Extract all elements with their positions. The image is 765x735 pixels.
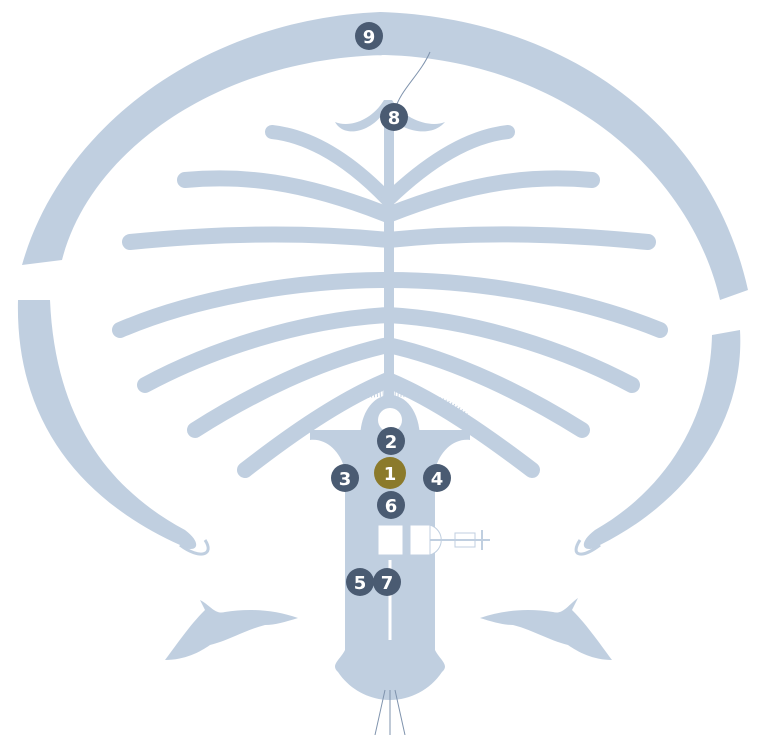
- base-lines: [374, 689, 406, 735]
- markers: 9 8 2 1 3 4 6 5: [331, 22, 451, 596]
- palm-fronds: [112, 125, 668, 478]
- svg-text:4: 4: [431, 469, 444, 490]
- crescent-hatching: [301, 388, 479, 433]
- svg-text:3: 3: [339, 469, 352, 490]
- manta-right: [480, 598, 612, 660]
- crescent-right-hook: [574, 539, 601, 556]
- svg-text:2: 2: [385, 432, 398, 453]
- manta-left: [165, 600, 298, 660]
- crescent-breakwater: [17, 12, 748, 556]
- central-structure: [377, 524, 490, 556]
- marker-4[interactable]: 4: [423, 464, 451, 492]
- svg-text:1: 1: [384, 464, 397, 485]
- crescent-left-arc: [17, 300, 197, 550]
- crescent-left-hook: [179, 539, 210, 556]
- marker-2[interactable]: 2: [377, 427, 405, 455]
- marker-3[interactable]: 3: [331, 464, 359, 492]
- marker-8[interactable]: 8: [380, 103, 408, 131]
- svg-text:5: 5: [354, 573, 367, 594]
- svg-text:9: 9: [363, 27, 376, 48]
- svg-text:7: 7: [381, 573, 394, 594]
- svg-text:8: 8: [388, 108, 401, 129]
- svg-text:6: 6: [385, 496, 398, 517]
- crescent-right-arc: [583, 330, 741, 550]
- crescent-top-arc: [22, 12, 748, 300]
- marker-9[interactable]: 9: [355, 22, 383, 50]
- tether-line: [394, 51, 431, 111]
- marker-5[interactable]: 5: [346, 568, 374, 596]
- trunk-circle: [378, 408, 402, 432]
- palm-trunk: [310, 110, 470, 700]
- marker-1[interactable]: 1: [374, 457, 406, 489]
- marker-6[interactable]: 6: [377, 491, 405, 519]
- marker-7[interactable]: 7: [373, 568, 401, 596]
